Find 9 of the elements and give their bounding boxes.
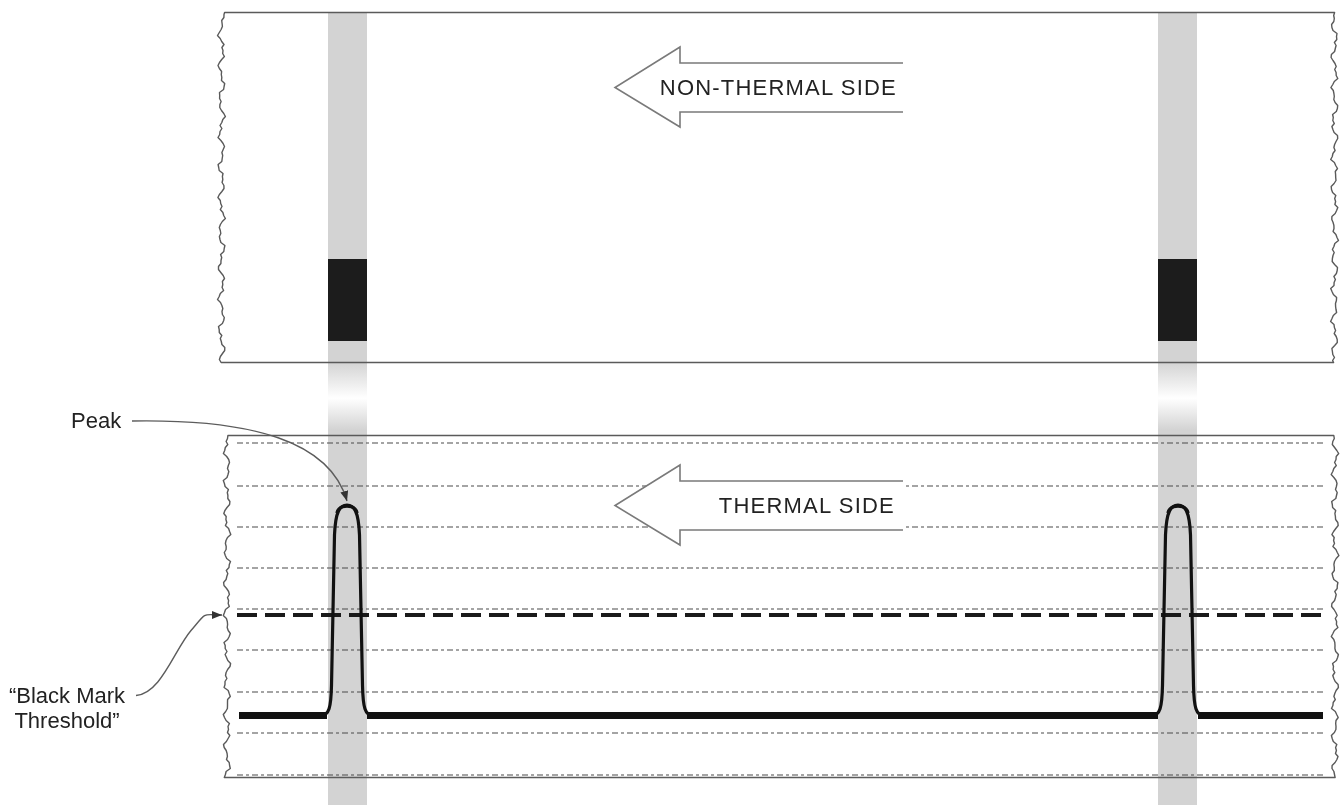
arrow-label: NON-THERMAL SIDE	[659, 75, 897, 100]
callout-label: “Black Mark Threshold”	[2, 683, 132, 733]
paper-strip	[216, 11, 1341, 364]
leader-line	[135, 610, 223, 697]
paper-strip	[222, 434, 1341, 779]
leader-line	[131, 420, 348, 502]
arrow-label: THERMAL SIDE	[718, 493, 895, 518]
callout-label: Peak	[71, 409, 127, 433]
block-arrow	[613, 464, 906, 547]
